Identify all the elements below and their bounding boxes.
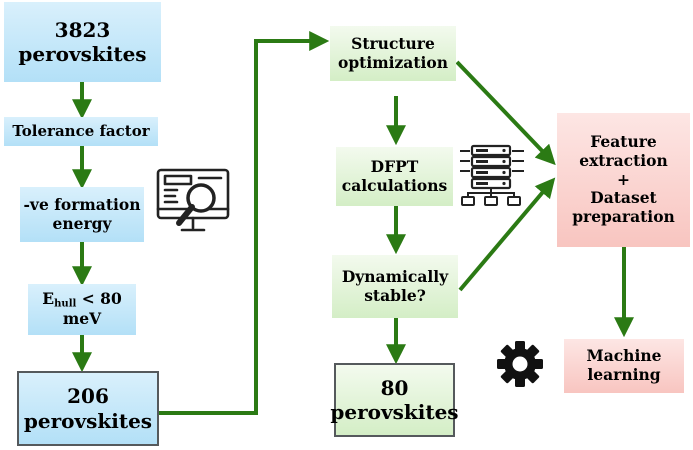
box-206-line2: perovskites — [23, 408, 153, 433]
box-ehull: Ehull < 80 meV — [28, 284, 136, 335]
box-formation-line1: -ve formation — [23, 194, 141, 214]
box-ehull-line1: Ehull < 80 — [42, 288, 122, 310]
box-structure-line1: Structure — [351, 33, 435, 53]
box-206-perovskites: 206 perovskites — [17, 371, 159, 446]
box-feature-line2: extraction — [579, 150, 668, 170]
box-feature-line5: preparation — [572, 207, 675, 227]
arrow-206-to-structure — [158, 31, 330, 415]
box-formation-energy: -ve formation energy — [20, 187, 144, 242]
server-network-icon — [460, 144, 524, 206]
box-ml-line2: learning — [587, 365, 661, 384]
box-stable-line2: stable? — [364, 285, 426, 305]
box-3823-perovskites: 3823 perovskites — [4, 2, 161, 82]
box-stable-line1: Dynamically — [341, 266, 449, 286]
box-structure-line2: optimization — [337, 52, 448, 72]
box-ml-line1: Machine — [586, 346, 662, 366]
box-feature-line3: + — [617, 169, 630, 189]
box-80-line1: 80 — [380, 375, 409, 400]
box-dynamically-stable: Dynamically stable? — [332, 255, 458, 318]
arrow-structure-to-feature — [455, 60, 556, 166]
box-tolerance-label: Tolerance factor — [12, 122, 150, 141]
box-3823-line2: perovskites — [18, 42, 147, 66]
box-ehull-line2: meV — [62, 309, 102, 329]
box-feature-line1: Feature — [590, 131, 657, 151]
box-3823-line1: 3823 — [54, 17, 111, 42]
box-feature-line4: Dataset — [590, 188, 657, 208]
box-feature-extraction: Feature extraction + Dataset preparation — [557, 113, 690, 247]
arrow-stable-to-feature — [458, 177, 556, 292]
box-80-perovskites: 80 perovskites — [330, 363, 459, 437]
box-tolerance-factor: Tolerance factor — [4, 117, 158, 146]
box-206-line1: 206 — [67, 384, 109, 409]
box-machine-learning: Machine learning — [564, 339, 684, 393]
box-dfpt-calculations: DFPT calculations — [336, 147, 453, 206]
box-dfpt-line1: DFPT — [370, 156, 419, 176]
box-structure-optimization: Structure optimization — [330, 26, 456, 81]
box-formation-line2: energy — [52, 213, 112, 233]
search-screen-icon — [156, 168, 230, 232]
box-80-line2: perovskites — [330, 400, 459, 424]
gear-icon — [497, 341, 543, 387]
box-dfpt-line2: calculations — [341, 175, 448, 195]
